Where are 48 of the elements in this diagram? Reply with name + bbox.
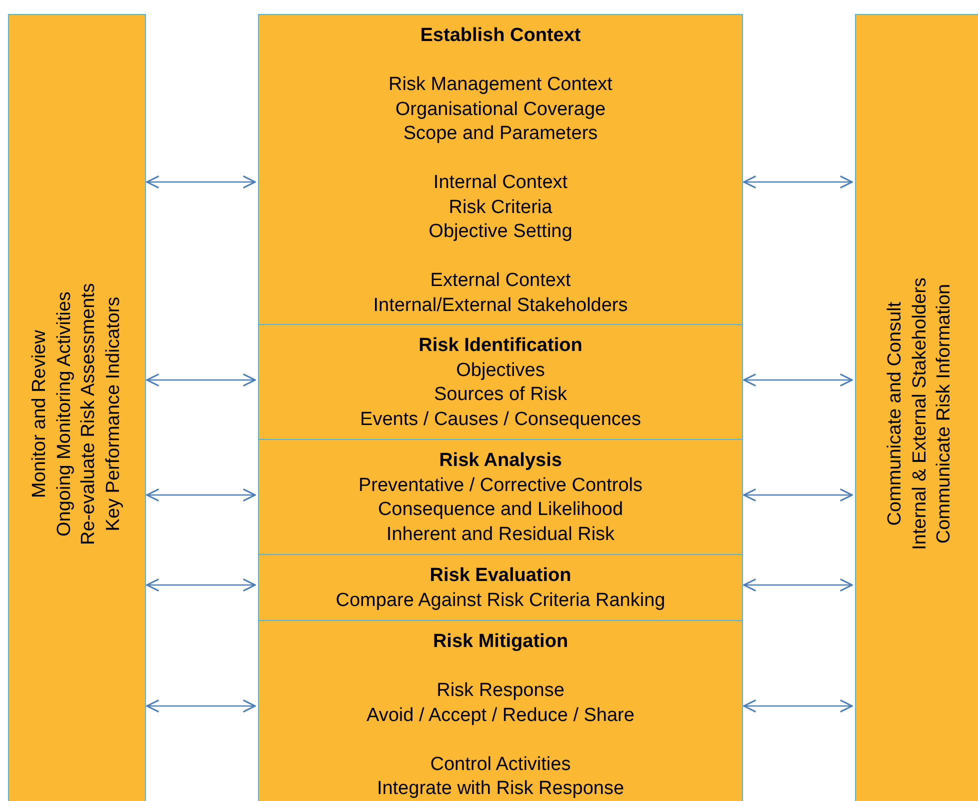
section-heading: Risk Evaluation [430, 564, 572, 588]
list-item: Scope and Parameters [403, 122, 598, 146]
section-heading: Risk Mitigation [432, 630, 568, 654]
side-panel [8, 14, 146, 801]
list-item: Inherent and Residual Risk [386, 522, 615, 546]
double-arrow [146, 488, 256, 502]
list-item: Risk Management Context [388, 73, 612, 97]
section-heading: Risk Analysis [439, 449, 562, 473]
list-item: Internal Context [433, 171, 568, 195]
process-box [258, 554, 743, 621]
side-panel [855, 14, 978, 801]
list-item: Communicate and Consult [883, 302, 906, 526]
list-item: Risk Criteria [448, 196, 552, 220]
list-item: Communicate Risk Information [932, 284, 956, 544]
double-arrow [146, 578, 256, 592]
list-item: Internal & External Stakeholders [908, 278, 931, 550]
list-item: Risk Response [436, 679, 564, 703]
list-item: Preventative / Corrective Controls [358, 474, 643, 498]
list-item: Key Performance Indicators [102, 296, 124, 532]
list-item: Re-evaluate Risk Assessments [77, 283, 100, 545]
double-arrow [743, 699, 853, 713]
process-box [258, 439, 743, 555]
double-arrow [743, 175, 853, 189]
list-item: Ongoing Monitoring Activities [52, 292, 76, 536]
list-item: Events / Causes / Consequences [360, 408, 641, 432]
double-arrow [743, 578, 853, 592]
list-item: Consequence and Likelihood [378, 498, 624, 522]
list-item: Avoid / Accept / Reduce / Share [366, 704, 634, 728]
list-item: Control Activities [430, 752, 571, 776]
process-box [258, 14, 743, 325]
double-arrow [146, 373, 256, 387]
list-item: Organisational Coverage [395, 98, 606, 122]
double-arrow [743, 373, 853, 387]
section-heading: Establish Context [420, 24, 581, 48]
list-item: Internal/External Stakeholders [373, 294, 628, 318]
list-item: Sources of Risk [434, 383, 568, 407]
double-arrow [743, 488, 853, 502]
process-box [258, 324, 743, 440]
list-item: Integrate with Risk Response [376, 777, 624, 801]
list-item: External Context [430, 269, 571, 293]
double-arrow [146, 699, 256, 713]
list-item: Compare Against Risk Criteria Ranking [336, 588, 666, 612]
list-item: Objective Setting [428, 220, 572, 244]
double-arrow [146, 175, 256, 189]
section-heading: Risk Identification [418, 334, 582, 358]
process-box [258, 620, 743, 801]
list-item: Monitor and Review [28, 330, 51, 498]
list-item: Objectives [456, 358, 545, 382]
